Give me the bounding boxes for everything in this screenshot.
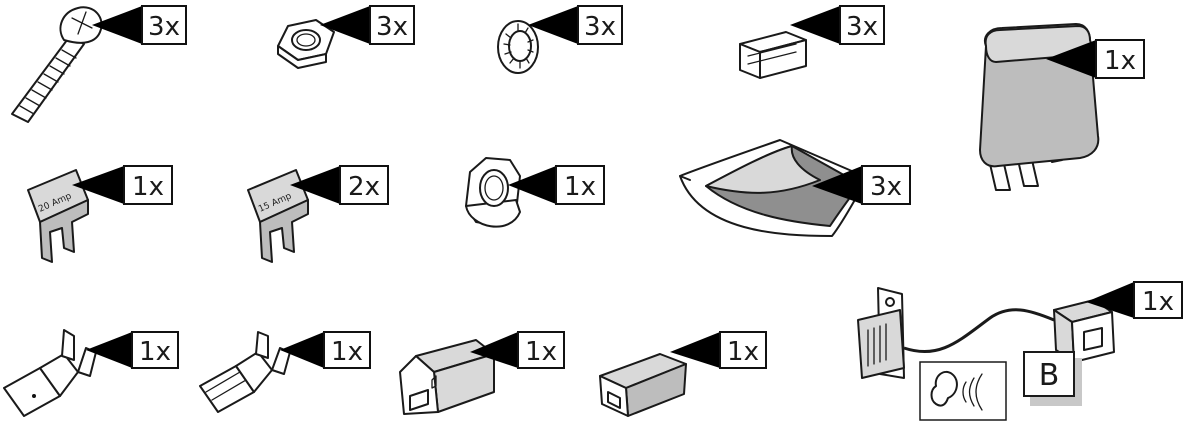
qty-callout-clip: 3x xyxy=(790,5,885,45)
harness-letter-label: B xyxy=(1039,358,1060,393)
qty-callout-flange-nut: 1x xyxy=(508,165,605,205)
fuse-20a: 20 Amp xyxy=(27,169,89,263)
qty-callout-terminal-female: 1x xyxy=(280,331,371,369)
connector-housing-2 xyxy=(599,353,687,417)
qty-callout-adhesive-pad: 3x xyxy=(812,165,911,205)
qty-nut: 3x xyxy=(376,12,408,42)
qty-relay: 1x xyxy=(1104,46,1136,76)
qty-callout-connector-2: 1x xyxy=(670,331,767,369)
qty-adhesive-pad: 3x xyxy=(870,172,902,202)
qty-washer: 3x xyxy=(584,12,616,42)
adhesive-pad xyxy=(679,139,869,237)
qty-callout-relay: 1x xyxy=(1046,39,1145,79)
qty-buzzer-harness: 1x xyxy=(1142,287,1174,317)
qty-connector-2: 1x xyxy=(727,337,759,367)
screw xyxy=(11,6,103,123)
qty-terminal-male: 1x xyxy=(139,337,171,367)
terminal-male xyxy=(3,329,97,417)
qty-callout-connector-1: 1x xyxy=(470,331,565,369)
qty-callout-nut: 3x xyxy=(320,5,415,45)
qty-callout-terminal-male: 1x xyxy=(86,331,179,369)
qty-screw: 3x xyxy=(148,12,180,42)
hex-nut xyxy=(277,19,335,69)
lock-washer xyxy=(497,20,539,74)
terminal-female xyxy=(199,331,291,413)
buzzer-harness: B xyxy=(857,287,1115,421)
qty-callout-fuse-15a: 2x xyxy=(290,165,389,205)
fuse-15a: 15 Amp xyxy=(247,169,309,263)
qty-flange-nut: 1x xyxy=(564,172,596,202)
qty-connector-1: 1x xyxy=(525,337,557,367)
qty-clip: 3x xyxy=(846,12,878,42)
connector-housing-1 xyxy=(399,339,495,415)
ear-sound-icon xyxy=(919,361,1007,421)
clip xyxy=(739,31,807,79)
qty-fuse-15a: 2x xyxy=(348,172,380,202)
qty-callout-screw: 3x xyxy=(92,5,187,45)
flange-nut xyxy=(465,157,521,228)
qty-terminal-female: 1x xyxy=(331,337,363,367)
qty-callout-buzzer-harness: 1x xyxy=(1086,281,1183,319)
qty-callout-fuse-20a: 1x xyxy=(72,165,173,205)
qty-fuse-20a: 1x xyxy=(132,172,164,202)
qty-callout-washer: 3x xyxy=(528,5,623,45)
